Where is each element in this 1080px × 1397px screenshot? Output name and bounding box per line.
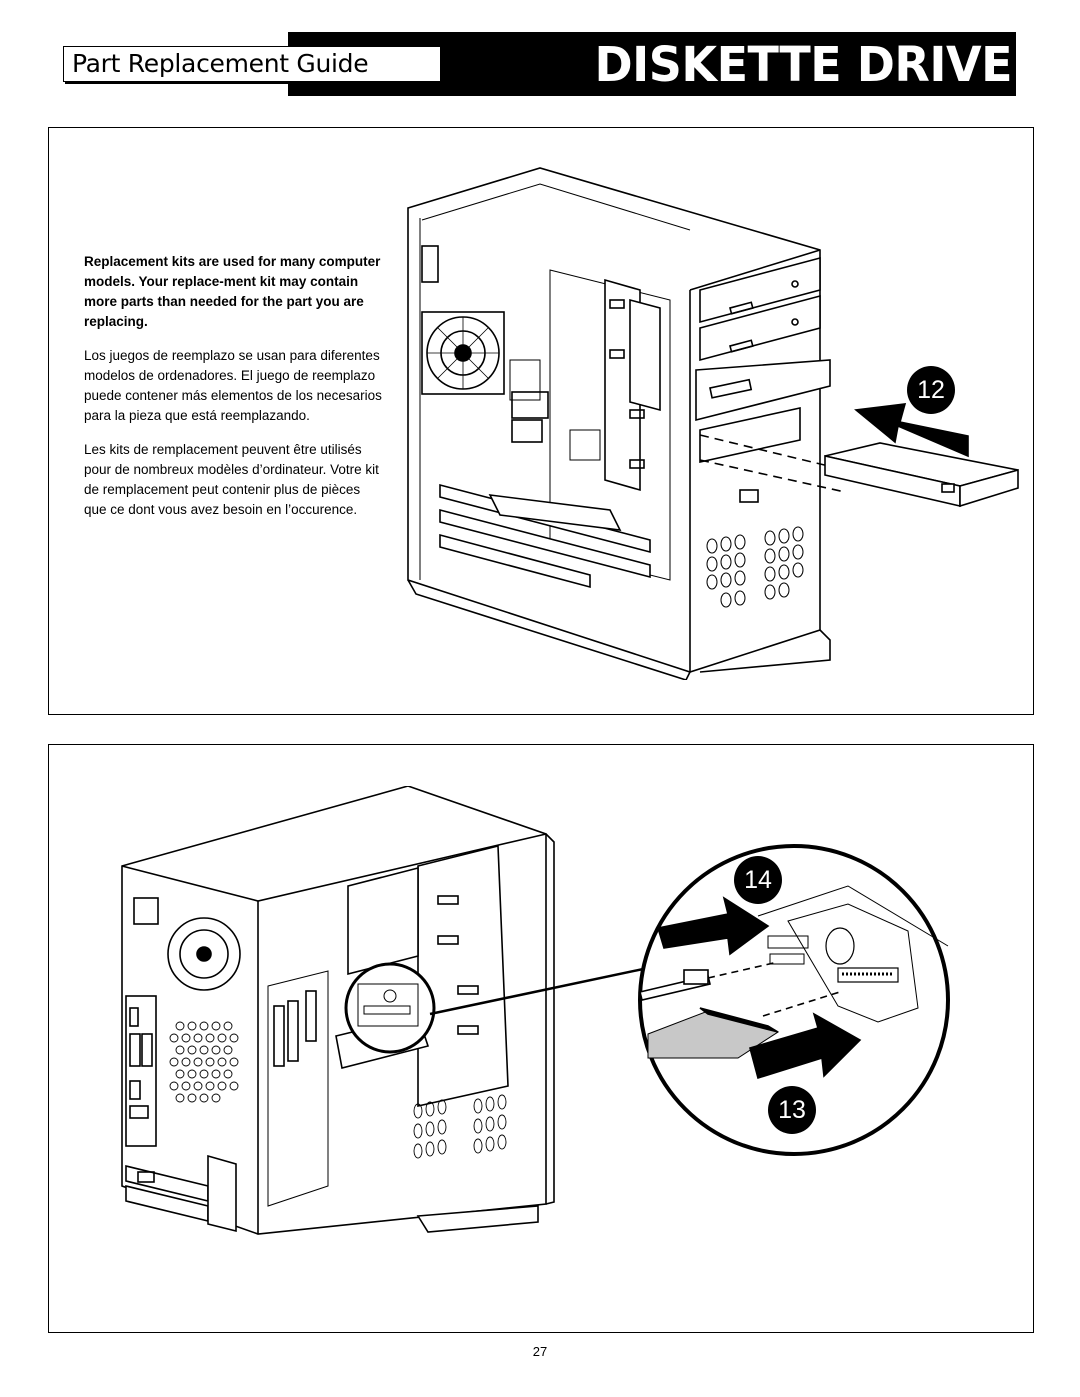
diskette-drive-illustration bbox=[824, 442, 1019, 508]
step-13-badge: 13 bbox=[768, 1086, 816, 1134]
section-title: Diskette Drive bbox=[594, 35, 1013, 93]
notice-spanish: Los juegos de reemplazo se usan para dif… bbox=[84, 348, 382, 423]
guide-label: Part Replacement Guide bbox=[72, 49, 369, 78]
guide-label-box bbox=[63, 46, 441, 82]
replacement-kit-notice: Replacement kits are used for many compu… bbox=[84, 252, 384, 534]
insertion-arrow-icon bbox=[854, 403, 969, 458]
insertion-arrow-icon bbox=[656, 896, 770, 956]
computer-tower-illustration bbox=[407, 167, 1019, 680]
insertion-arrow-icon bbox=[749, 1012, 862, 1080]
header-underline bbox=[288, 80, 443, 96]
notice-english: Replacement kits are used for many compu… bbox=[84, 254, 381, 329]
page-number: 27 bbox=[532, 1344, 548, 1359]
step-14-badge: 14 bbox=[734, 856, 782, 904]
computer-tower-rear-illustration bbox=[121, 786, 950, 1235]
step-12-badge: 12 bbox=[907, 366, 955, 414]
notice-french: Les kits de remplacement peuvent être ut… bbox=[84, 442, 379, 517]
